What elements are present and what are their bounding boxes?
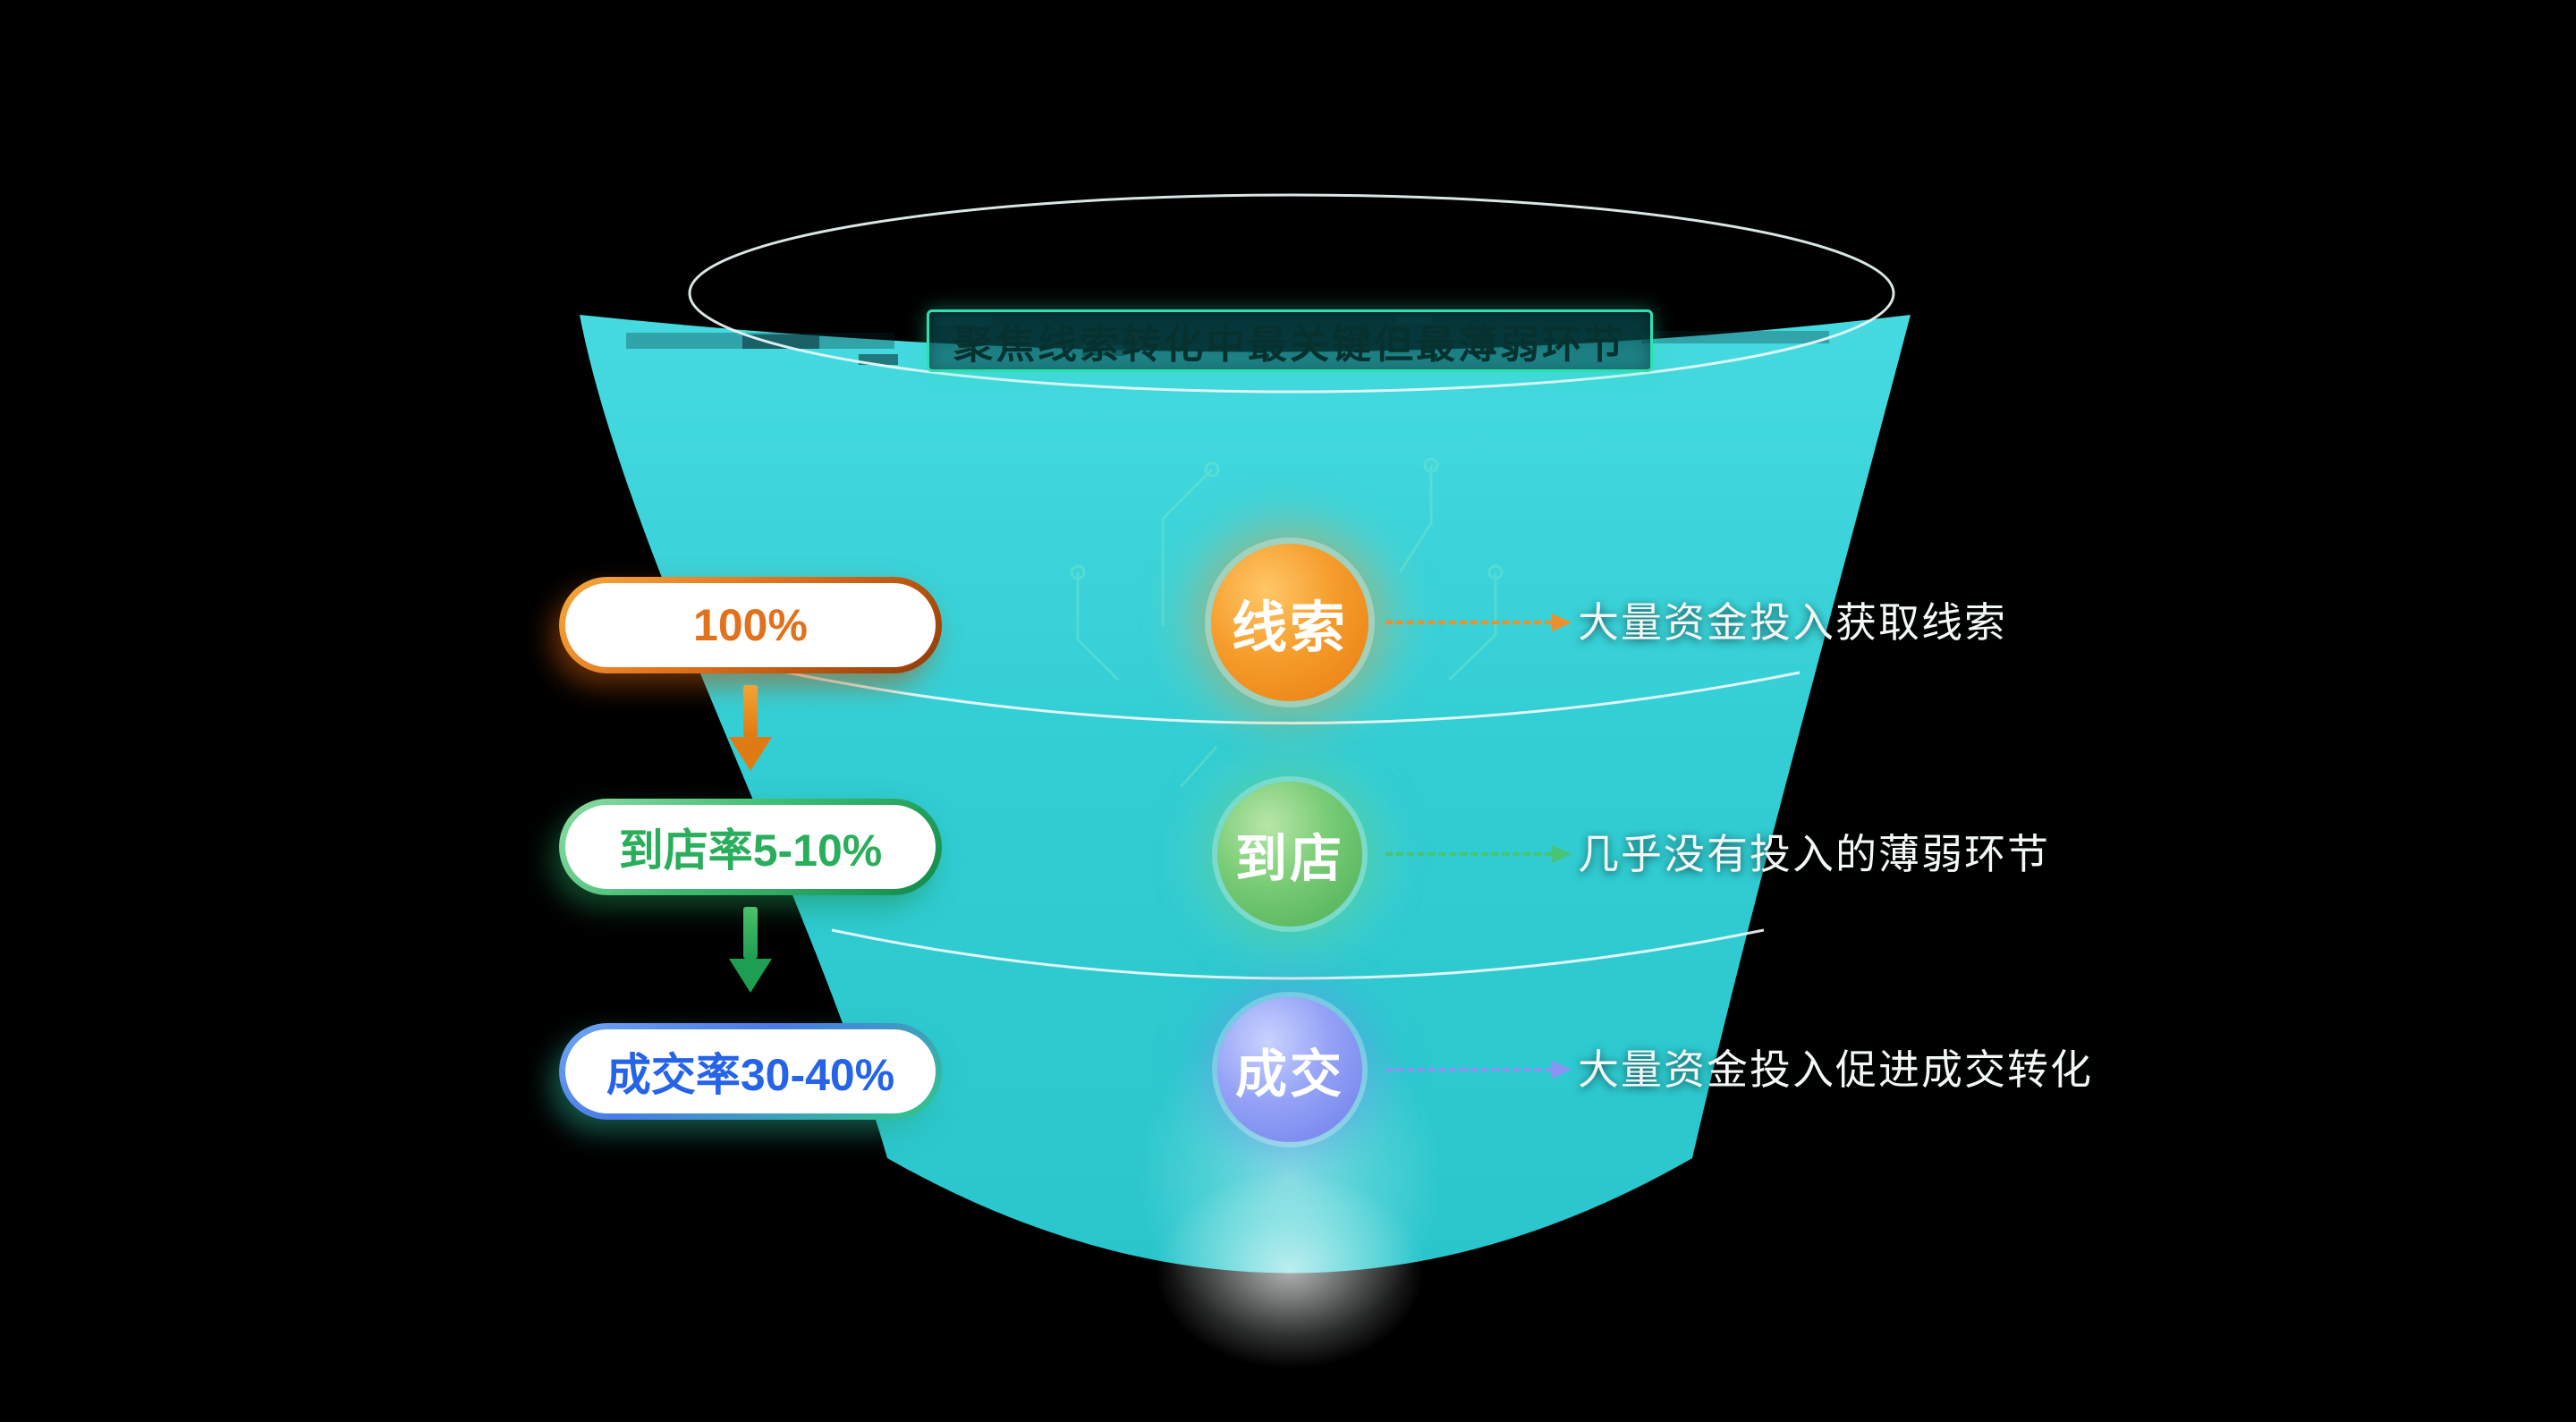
rate-pill-leads-label: 100%: [693, 600, 808, 650]
stage-circle-deal: 成交: [1217, 997, 1362, 1142]
dashed-arrow-icon-deal: [1385, 1061, 1572, 1079]
down-arrow-2-head: [729, 959, 772, 993]
down-arrow-icon-2: [729, 907, 772, 993]
rate-pill-store-visit-label: 到店率5-10%: [618, 825, 883, 876]
glow-base: [1156, 1172, 1424, 1368]
stage-circle-store-visit-label: 到店: [1234, 830, 1344, 888]
dashed-arrow-head-leads: [1552, 614, 1572, 631]
stage-circle-leads: 线索: [1211, 544, 1368, 701]
stage-circle-store-visit: 到店: [1217, 782, 1362, 927]
rate-pill-deal: 成交率30-40%: [559, 1023, 942, 1120]
circuit-decoration: [1070, 457, 1504, 788]
down-arrow-2-stem: [743, 907, 758, 959]
funnel-rim: [688, 193, 1895, 394]
down-arrow-icon-1: [729, 685, 772, 771]
annotation-deal: 大量资金投入促进成交转化: [1578, 1046, 2093, 1093]
rate-pill-leads-inner: 100%: [565, 583, 936, 667]
dashed-arrow-icon-leads: [1385, 614, 1572, 631]
title-banner: 聚焦线索转化中最关键但最薄弱环节: [927, 309, 1653, 372]
down-arrow-1-stem: [743, 685, 758, 737]
dashed-arrow-icon-store-visit: [1385, 845, 1572, 863]
down-arrow-1-head: [729, 737, 772, 771]
rate-pill-leads: 100%: [559, 577, 942, 673]
rate-pill-store-visit: 到店率5-10%: [559, 799, 942, 895]
stage-circle-leads-label: 线索: [1231, 597, 1348, 659]
stage-separator-2: [831, 928, 1765, 980]
stage-circle-deal-label: 成交: [1234, 1045, 1344, 1104]
title-text: 聚焦线索转化中最关键但最薄弱环节: [953, 323, 1626, 367]
dashed-arrow-head-store-visit: [1552, 845, 1572, 863]
stage-separator-1: [786, 671, 1801, 724]
rate-pill-store-visit-inner: 到店率5-10%: [565, 805, 936, 889]
dashed-arrow-head-deal: [1552, 1061, 1572, 1079]
rate-pill-deal-label: 成交率30-40%: [606, 1050, 895, 1100]
annotation-leads: 大量资金投入获取线索: [1578, 599, 2007, 646]
annotation-store-visit: 几乎没有投入的薄弱环节: [1578, 831, 2050, 877]
rate-pill-deal-inner: 成交率30-40%: [565, 1029, 936, 1113]
